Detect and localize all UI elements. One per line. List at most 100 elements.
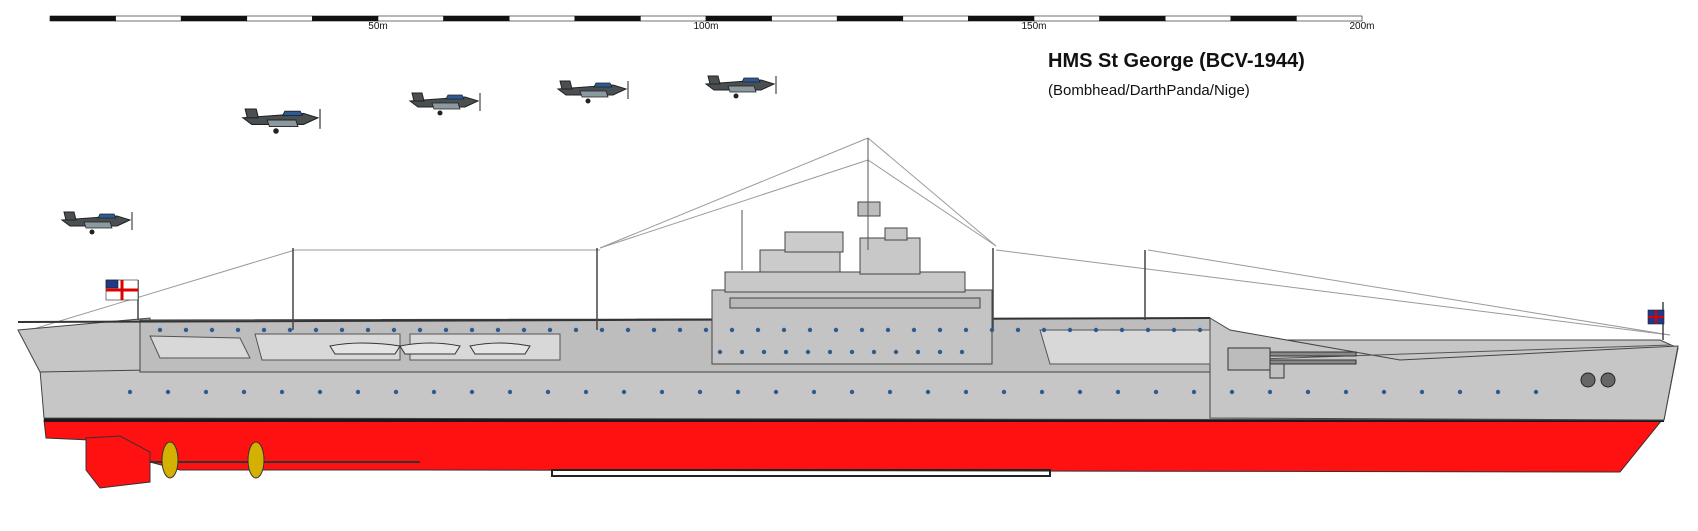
porthole (849, 389, 855, 395)
porthole (963, 327, 969, 333)
porthole (1067, 327, 1073, 333)
porthole (313, 327, 319, 333)
aircraft (704, 75, 777, 99)
scale-segment (771, 15, 838, 22)
porthole (697, 389, 703, 395)
porthole (1267, 389, 1273, 395)
porthole (507, 389, 513, 395)
lifeboats (329, 342, 531, 355)
porthole (431, 389, 437, 395)
bow-sheer-line (1229, 344, 1671, 361)
aircraft (408, 92, 481, 116)
scale-label-50: 50m (368, 21, 388, 32)
porthole (157, 327, 163, 333)
scale-segment (836, 15, 904, 22)
scale-segment (443, 15, 510, 22)
porthole (761, 349, 767, 355)
rigging-lines (29, 137, 1671, 336)
porthole (703, 327, 709, 333)
porthole (893, 349, 899, 355)
hull-antifouling (43, 419, 1664, 473)
porthole (807, 327, 813, 333)
porthole (165, 389, 171, 395)
scale-segment (246, 15, 313, 22)
porthole (911, 327, 917, 333)
porthole (625, 327, 631, 333)
porthole (963, 389, 969, 395)
scale-label-100: 100m (693, 21, 719, 32)
porthole (127, 389, 133, 395)
scale-segment (1099, 15, 1166, 22)
porthole (651, 327, 657, 333)
porthole (677, 327, 683, 333)
scale-segment (1296, 15, 1363, 22)
porthole (1381, 389, 1387, 395)
porthole (521, 327, 527, 333)
stern-overhang (17, 317, 151, 373)
porthole (209, 327, 215, 333)
porthole (1191, 389, 1197, 395)
porthole (1305, 389, 1311, 395)
porthole (203, 389, 209, 395)
porthole (735, 389, 741, 395)
porthole (495, 327, 501, 333)
porthole (317, 389, 323, 395)
anchor-hawse (1580, 372, 1616, 388)
scale-segment (902, 15, 969, 22)
porthole (1495, 389, 1501, 395)
porthole (783, 349, 789, 355)
porthole (339, 327, 345, 333)
porthole (739, 349, 745, 355)
scale-segment (115, 15, 182, 22)
porthole (1093, 327, 1099, 333)
porthole (1119, 327, 1125, 333)
porthole (573, 327, 579, 333)
porthole (583, 389, 589, 395)
porthole (469, 327, 475, 333)
porthole (545, 389, 551, 395)
porthole (773, 389, 779, 395)
scale-segment (377, 15, 444, 22)
portholes (127, 327, 1539, 395)
porthole (443, 327, 449, 333)
porthole (989, 327, 995, 333)
porthole (1229, 389, 1235, 395)
bilge-keel (551, 469, 1051, 477)
porthole (1001, 389, 1007, 395)
scale-segment (1230, 15, 1297, 22)
porthole (887, 389, 893, 395)
porthole (755, 327, 761, 333)
scale-segment (574, 15, 641, 22)
scale-segment (180, 15, 248, 22)
scale-segment (508, 15, 576, 22)
porthole (279, 389, 285, 395)
ship-title: HMS St George (BCV-1944) (1048, 50, 1305, 72)
scale-bar (49, 15, 1363, 22)
porthole (925, 389, 931, 395)
island-superstructure (711, 138, 993, 365)
porthole (959, 349, 965, 355)
porthole (469, 389, 475, 395)
porthole (1533, 389, 1539, 395)
bow-forecastle (1209, 317, 1679, 421)
porthole (717, 349, 723, 355)
scale-label-150: 150m (1021, 21, 1047, 32)
porthole (241, 389, 247, 395)
porthole (1145, 327, 1151, 333)
porthole (355, 389, 361, 395)
porthole (287, 327, 293, 333)
porthole (659, 389, 665, 395)
flight-deck-line (17, 317, 1211, 323)
porthole (1343, 389, 1349, 395)
porthole (833, 327, 839, 333)
scale-segment (49, 15, 116, 22)
porthole (235, 327, 241, 333)
porthole (417, 327, 423, 333)
scale-segment (1164, 15, 1232, 22)
porthole (1197, 327, 1203, 333)
porthole (1077, 389, 1083, 395)
ensign-flags (105, 279, 1665, 325)
aircraft (556, 80, 629, 104)
